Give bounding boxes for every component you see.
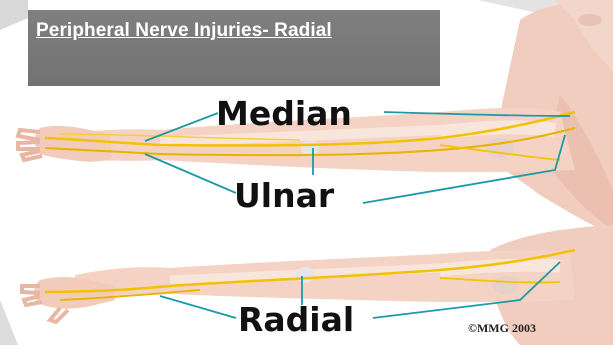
- copyright-notice: ©MMG 2003: [468, 321, 536, 336]
- slide-corner-bottom-left: [0, 300, 18, 345]
- label-radial: Radial: [238, 300, 354, 339]
- label-median: Median: [216, 94, 352, 133]
- slide-title: Peripheral Nerve Injuries- Radial: [36, 20, 332, 42]
- slide-corner-top-left: [0, 0, 28, 30]
- label-ulnar: Ulnar: [234, 176, 334, 215]
